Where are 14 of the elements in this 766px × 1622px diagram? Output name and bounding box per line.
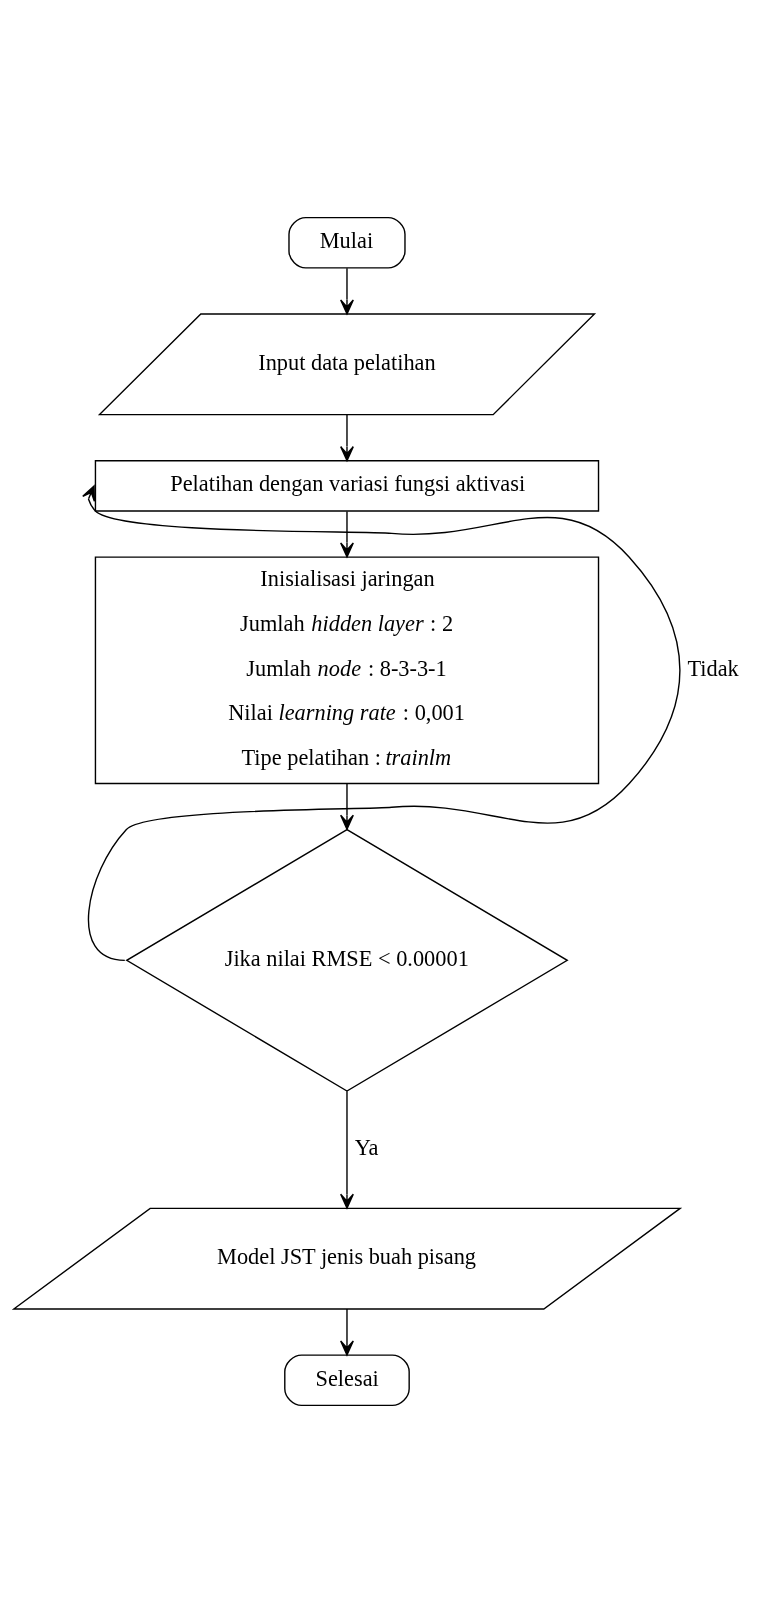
node-box: Inisialisasi jaringan Jumlah hidden layer : 2 Jumlah node : 8-3-3-1 Nilai learning rate : 0,001 Tipe pelatihan : trainlm [94,555,600,784]
arrow [340,782,354,830]
arrow [340,1307,354,1356]
edge-label: Ya [354,1134,379,1160]
arrow [340,413,354,461]
node-box: Selesai [284,1353,410,1406]
node-box: Pelatihan dengan variasi fungsi aktivasi [94,459,600,512]
arrow [340,267,354,315]
node-box: Mulai [288,216,406,269]
arrow [340,1090,354,1209]
arrow [82,484,681,961]
arrow [340,510,354,558]
edge-label: Tidak [687,655,739,681]
node-diamond: Jika nilai RMSE < 0.00001 [125,828,569,1092]
